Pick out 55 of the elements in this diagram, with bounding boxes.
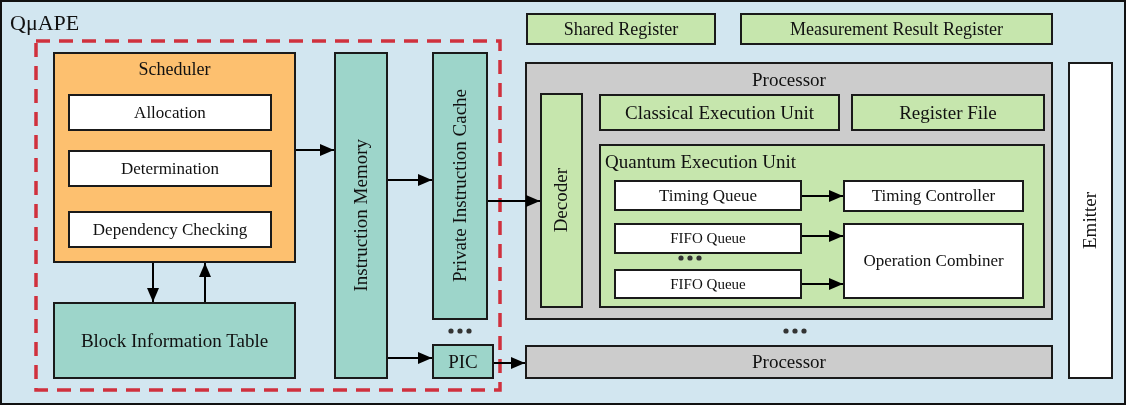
node-label: FIFO Queue [670, 229, 746, 248]
node-label: Scheduler [138, 59, 211, 79]
node-label: Decoder [549, 168, 573, 233]
register-box [526, 13, 716, 45]
unit-box [599, 144, 1045, 308]
combiner-box [843, 223, 1024, 299]
cache-box [432, 344, 494, 379]
node-label: Operation Combiner [863, 250, 1004, 272]
register-box [851, 94, 1045, 131]
cache-box [432, 52, 488, 320]
arrow [295, 144, 335, 156]
node-label: QμAPE [10, 10, 80, 35]
decoder-box [540, 93, 583, 308]
scheduler-box [53, 52, 296, 263]
node-label: Timing Queue [658, 184, 758, 207]
arrow [801, 190, 844, 202]
processor-box [525, 62, 1053, 320]
register-box [740, 13, 1053, 45]
node-label: Processor [752, 69, 826, 90]
node-label: Timing Controller [871, 185, 996, 207]
queue-box [614, 180, 802, 211]
arrow [199, 262, 211, 303]
node-label: Emitter [1078, 192, 1102, 249]
arrow [801, 230, 844, 242]
table-box [53, 302, 296, 379]
node-label: Instruction Memory [348, 139, 372, 292]
arrow [493, 357, 526, 369]
node-label: Allocation [134, 101, 206, 124]
node-label: Measurement Result Register [790, 17, 1003, 41]
process-box [68, 94, 272, 131]
queue-box [614, 269, 802, 299]
node-label: PIC [448, 349, 478, 374]
node-label: Quantum Execution Unit [605, 151, 797, 172]
arrow [801, 278, 844, 290]
node-label: Shared Register [563, 17, 679, 41]
queue-box [614, 223, 802, 254]
node-label: Private Instruction Cache [447, 89, 471, 283]
process-box [68, 211, 272, 248]
arrow [487, 195, 541, 207]
arrow [147, 262, 159, 303]
controller-box [843, 180, 1024, 212]
node-label: Dependency Checking [92, 218, 248, 241]
node-label: Block Information Table [80, 328, 269, 353]
node-label: Classical Execution Unit [625, 100, 814, 125]
node-label: Determination [120, 157, 220, 180]
node-label: FIFO Queue [670, 274, 746, 294]
arrow [387, 352, 433, 364]
emitter-box [1068, 62, 1113, 379]
processor-box [525, 345, 1053, 379]
node-label: Processor [752, 350, 826, 374]
node-label: Register File [899, 100, 997, 125]
process-box [68, 150, 272, 187]
arrow [387, 174, 433, 186]
memory-box [334, 52, 388, 379]
unit-box [599, 94, 840, 131]
